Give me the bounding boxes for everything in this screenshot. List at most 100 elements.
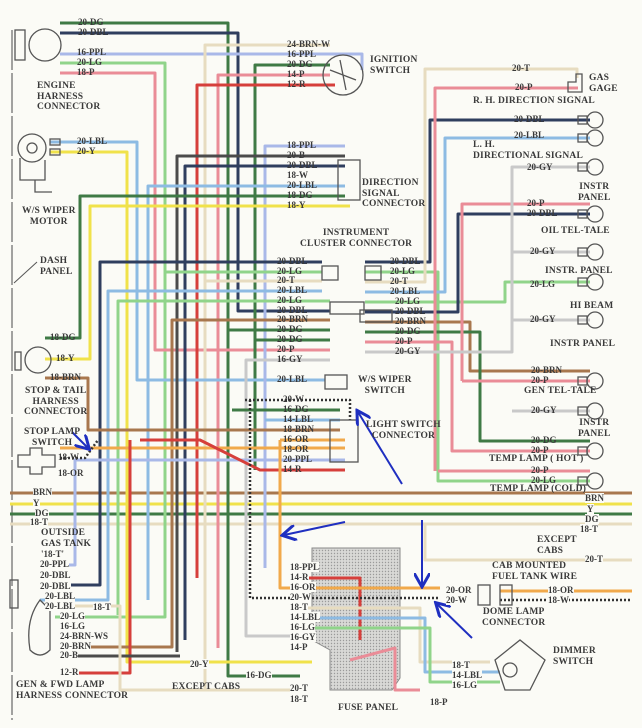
direction-signal-connector-shape bbox=[337, 159, 361, 201]
wire-label: 16-LG bbox=[290, 622, 316, 632]
wire-label: 20-W bbox=[283, 394, 304, 404]
wire-label: 18-PPL bbox=[290, 562, 319, 572]
wire-label: 14-R bbox=[290, 572, 309, 582]
wire-label: 20-LBL bbox=[514, 130, 545, 140]
wire-label: 20-P bbox=[277, 344, 295, 354]
engine-harness-connector-title: ENGINE HARNESS CONNECTOR bbox=[37, 81, 101, 112]
except-cabs-label: EXCEPT CABS bbox=[172, 682, 241, 692]
wire-label: 20-T bbox=[390, 276, 408, 286]
wire-label: 20-DBL bbox=[78, 27, 109, 37]
instr-panel-title: INSTR PANEL bbox=[578, 418, 611, 439]
stop-tail-harness-connector-title: STOP & TAIL HARNESS CONNECTOR bbox=[24, 386, 88, 417]
wire-label: 14-LBL bbox=[283, 414, 314, 424]
wire-label: 24-BRN-W bbox=[287, 39, 330, 49]
wire-label: 20-P bbox=[531, 465, 549, 475]
wire-label: 18-T bbox=[290, 602, 308, 612]
wire-label: 18-OR bbox=[283, 444, 309, 454]
cluster-connector-shapes bbox=[321, 265, 393, 463]
wire-label: 16-OR bbox=[290, 582, 316, 592]
lh-directional-signal-title: L. H. DIRECTIONAL SIGNAL bbox=[473, 140, 583, 161]
fuse-panel-title: FUSE PANEL bbox=[338, 703, 399, 713]
rh-direction-signal-title: R. H. DIRECTION SIGNAL bbox=[473, 96, 595, 106]
wire-label: 18-W bbox=[58, 452, 79, 462]
wire-label: 14-P bbox=[290, 642, 308, 652]
wire-label: 20-LBL bbox=[45, 601, 76, 611]
wire-label: DG bbox=[585, 514, 599, 524]
wire-label: 20-LG bbox=[277, 295, 303, 305]
wire-label: 18-T bbox=[93, 602, 111, 612]
dome-lamp-connector-shape bbox=[477, 584, 513, 606]
instr-panel-title: INSTR. PANEL bbox=[545, 266, 613, 276]
wire-label: 20-DG bbox=[395, 326, 421, 336]
wire-label: 20-GY bbox=[531, 405, 557, 415]
wire-label: 18-DG bbox=[50, 332, 76, 342]
hi-beam-title: HI BEAM bbox=[570, 301, 614, 311]
wire-label: 20-DG bbox=[277, 324, 303, 334]
wire-label: BRN bbox=[585, 493, 605, 503]
wire-label: 16-GY bbox=[290, 632, 316, 642]
wire-label: 18-PPL bbox=[287, 140, 316, 150]
wire-label: 20-LG bbox=[60, 611, 86, 621]
wire-label: 16-PPL bbox=[77, 47, 106, 57]
instr-panel-title: INSTR PANEL bbox=[550, 339, 616, 349]
temp-lamp-hot-title: TEMP LAMP ( HOT ) bbox=[489, 454, 584, 464]
wires bbox=[40, 21, 632, 692]
bulb-icons bbox=[577, 111, 604, 490]
stop-lamp-switch-title: STOP LAMP SWITCH bbox=[24, 427, 81, 448]
wire-label: 20-T bbox=[277, 275, 295, 285]
wire-label: 20-LBL bbox=[45, 591, 76, 601]
gen-fwd-lamp-harness-connector-title: GEN & FWD LAMP HARNESS CONNECTOR bbox=[16, 680, 129, 701]
except-cabs-label: EXCEPT CABS bbox=[537, 535, 577, 556]
light-switch-connector-title: LIGHT SWITCH CONNECTOR bbox=[366, 420, 441, 441]
wire-label: 14-LBL bbox=[452, 670, 483, 680]
instrument-cluster-connector-title: INSTRUMENT CLUSTER CONNECTOR bbox=[300, 228, 413, 249]
wire-label: 20-LG bbox=[395, 296, 421, 306]
wire-label: 20-LG bbox=[277, 266, 303, 276]
dash-panel-pointer bbox=[13, 261, 38, 284]
dimmer-switch-icon bbox=[494, 639, 546, 691]
wire-label: 18-P bbox=[430, 697, 448, 707]
wire-label: 20-OR bbox=[446, 585, 472, 595]
wire-label: 20-DG bbox=[277, 334, 303, 344]
wire-label: BRN bbox=[33, 487, 53, 497]
wire-label: 20-B bbox=[287, 150, 305, 160]
temp-lamp-cold-title: TEMP LAMP (COLD) bbox=[490, 484, 587, 494]
wire-label: 18-OR bbox=[58, 468, 84, 478]
wire-label: 18-T bbox=[580, 524, 598, 534]
wire-label: 20-DBL bbox=[287, 160, 318, 170]
instr-panel-title: INSTR PANEL bbox=[578, 182, 611, 203]
outside-gas-tank-title: OUTSIDE GAS TANK bbox=[41, 528, 92, 549]
wire-label: 18-BRN bbox=[50, 372, 81, 382]
wire-label: DG bbox=[35, 508, 49, 518]
wire-label: 18-T bbox=[290, 694, 308, 704]
wire-label: 18-Y bbox=[287, 200, 306, 210]
wire-label: 20-Y bbox=[190, 659, 209, 669]
wire-label: 16-GY bbox=[277, 354, 303, 364]
wire-label: 20-P bbox=[527, 198, 545, 208]
wire-label: 12-R bbox=[287, 79, 306, 89]
wire-label: Y bbox=[587, 504, 594, 514]
wire-label: 18-W bbox=[287, 170, 308, 180]
wire-label: 24-BRN-WS bbox=[60, 631, 109, 641]
wire-label: 20-GY bbox=[527, 162, 553, 172]
wire-label: 20-LBL bbox=[77, 136, 108, 146]
wire-label: 20-BRN bbox=[395, 316, 426, 326]
ws-wiper-motor-title: W/S WIPER MOTOR bbox=[22, 206, 76, 227]
wire-label: '18-T' bbox=[41, 549, 65, 559]
wiper-motor-icon bbox=[17, 133, 61, 193]
wire-label: 16-DG bbox=[246, 670, 272, 680]
annotation-arrows bbox=[71, 412, 473, 639]
wire-label: 16-LG bbox=[60, 621, 86, 631]
wire-label: 20-B bbox=[60, 650, 78, 660]
wire-label: 20-P bbox=[515, 82, 533, 92]
wire-label: 20-GY bbox=[530, 246, 556, 256]
wire-label: 20-T bbox=[585, 554, 603, 564]
wire-label: 20-P bbox=[395, 336, 413, 346]
wire-label: 20-DG bbox=[78, 17, 104, 27]
wire-label: 20-LG bbox=[77, 57, 103, 67]
wire-label: Y bbox=[33, 498, 40, 508]
wire-label: 20-BRN bbox=[531, 365, 562, 375]
wire-label: 18-P bbox=[77, 67, 95, 77]
wire-label: 20-LG bbox=[531, 475, 557, 485]
